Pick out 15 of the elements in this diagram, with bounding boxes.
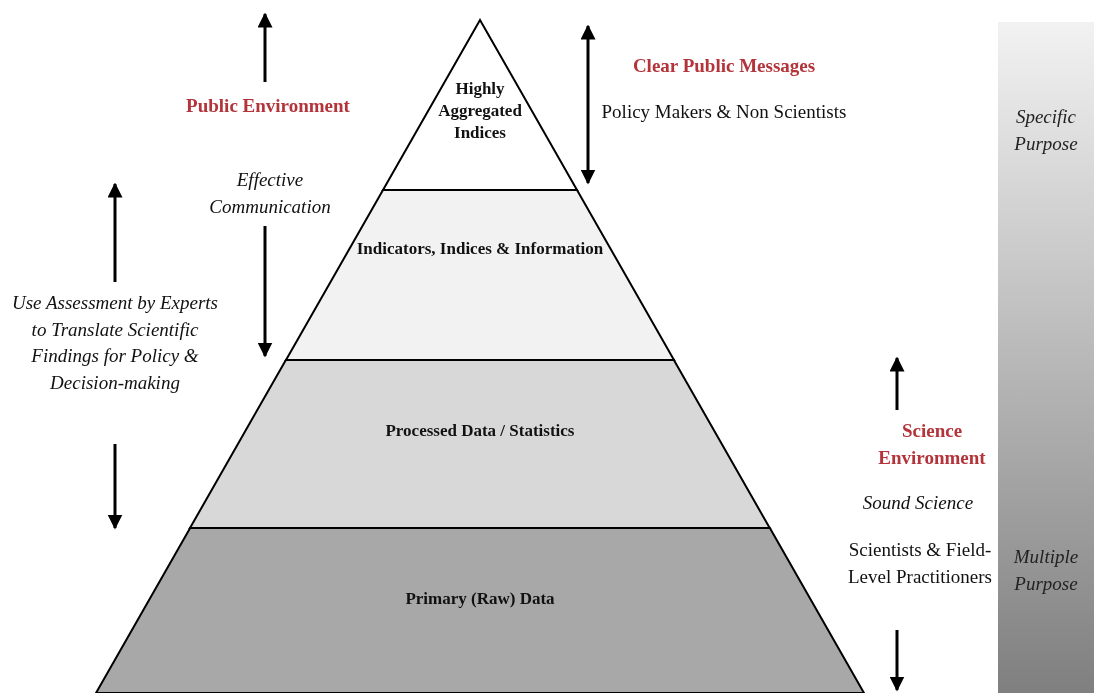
scale-label: Multiple Purpose [1012,545,1080,596]
section-heading: Public Environment [185,94,351,118]
level-label: Indicators, Indices & Information [355,238,605,260]
note-text: Effective Communication [208,168,332,219]
section-heading: Clear Public Messages [631,54,817,78]
audience-text: Policy Makers & Non Scientists [600,100,848,124]
audience-text: Scientists & Field-Level Practitioners [847,538,993,589]
purpose-gradient-bar [998,22,1094,693]
section-heading: Science Environment [877,419,987,470]
level-label: Highly Aggregated Indices [437,78,523,145]
scale-label: Specific Purpose [1013,105,1079,156]
level-label: Processed Data / Statistics [384,420,576,442]
note-text: Sound Science [861,491,975,515]
note-text: Use Assessment by Experts to Translate Scientific Findings for Policy & Decision-making [11,291,219,395]
level-label: Primary (Raw) Data [404,588,556,610]
